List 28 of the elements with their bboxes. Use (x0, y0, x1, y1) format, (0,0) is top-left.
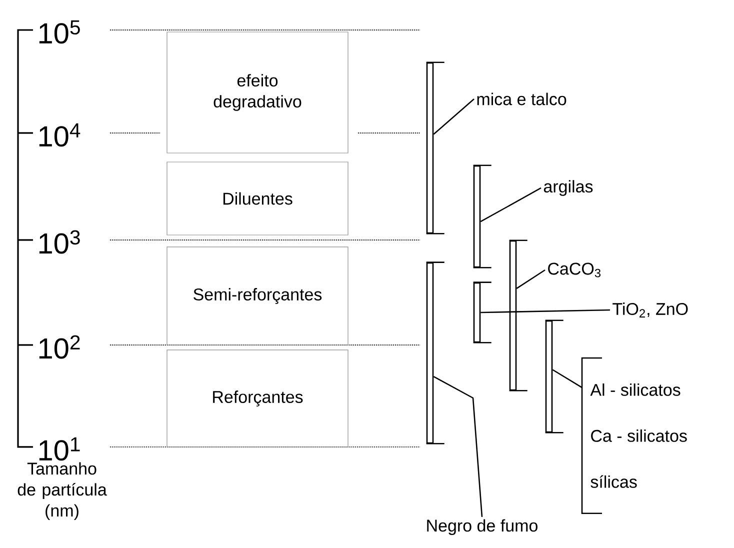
range-bar (509, 240, 528, 392)
range-bar (545, 320, 564, 434)
range-bar (473, 164, 492, 268)
range-bar (426, 62, 444, 234)
leader-line (433, 376, 483, 518)
leader-line (480, 309, 610, 314)
filler-label: mica e talco (477, 92, 566, 106)
filler-label: argilas (544, 180, 593, 196)
category-box: Reforçantes (166, 350, 348, 448)
tick-label: 10$^{5}$ (39, 20, 80, 44)
range-bar (473, 282, 492, 344)
filler-label: CaCO$_{3}$ (548, 262, 601, 278)
category-box: Semi-reforçantes (166, 246, 348, 346)
filler-label: TiO$_{2}$, ZnO (612, 302, 688, 318)
tick-label: 10$^{2}$ (39, 335, 80, 359)
tick-label: 10$^{4}$ (39, 123, 80, 147)
category-box: Diluentes (166, 162, 348, 236)
leader-line (552, 369, 582, 388)
filler-label: Negro de fumo (427, 519, 538, 536)
leader-line (516, 269, 546, 289)
tick-label: 10$^{3}$ (39, 230, 80, 254)
category-box: efeito degradativo (166, 32, 348, 154)
bracket-group: Al - silicatos Ca - silicatos sílicas (581, 357, 687, 514)
leader-line (480, 187, 542, 222)
leader-line (433, 98, 474, 135)
axis-title: Tamanho de partícula (nm) (18, 462, 107, 520)
range-bar (426, 262, 444, 444)
tick-label: 10$^{1}$ (39, 437, 80, 461)
